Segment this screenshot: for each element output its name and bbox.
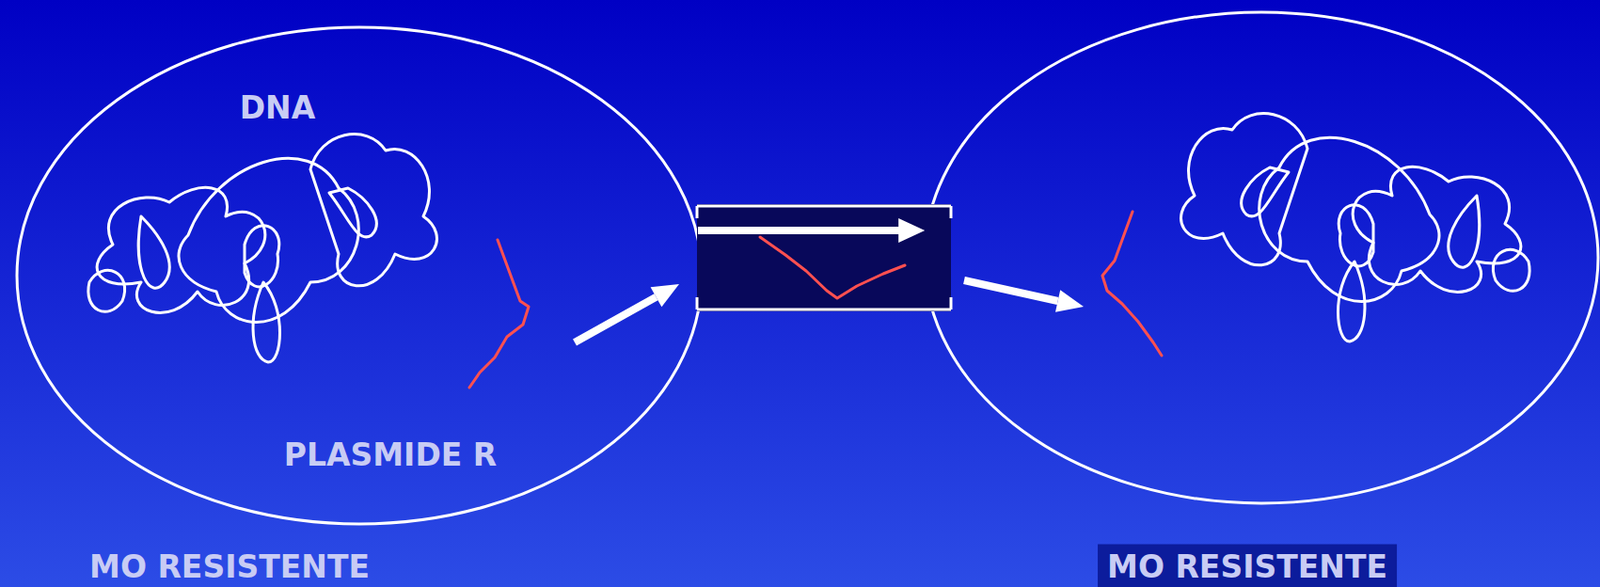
- cell-label: MO RESISTENTE: [1097, 544, 1397, 587]
- connector-line: [697, 226, 901, 235]
- bacterial-cell: DNAPLASMIDE RMO RESISTENTE: [15, 25, 704, 526]
- cell-membrane: [924, 12, 1599, 504]
- bacterial-cell: MO RESISTENTE: [922, 10, 1600, 506]
- chromosomal-dna: [88, 134, 438, 363]
- transfer-arrow: [964, 280, 1084, 313]
- cell-label: MO RESISTENTE: [89, 548, 370, 586]
- transfer-arrow: [574, 284, 680, 343]
- r-plasmid: [1102, 211, 1162, 356]
- arrow-head: [898, 218, 925, 243]
- r-plasmid: [760, 237, 905, 299]
- cell-outline: [922, 10, 1600, 506]
- r-plasmid: [469, 239, 529, 388]
- conjugation-bridge: [697, 204, 951, 312]
- part-label: DNA: [239, 89, 317, 127]
- transfer-connector: [697, 218, 925, 243]
- cell-membrane: [16, 27, 702, 524]
- cell-label: PLASMIDE R: [284, 436, 497, 474]
- chromosomal-dna: [1181, 113, 1531, 342]
